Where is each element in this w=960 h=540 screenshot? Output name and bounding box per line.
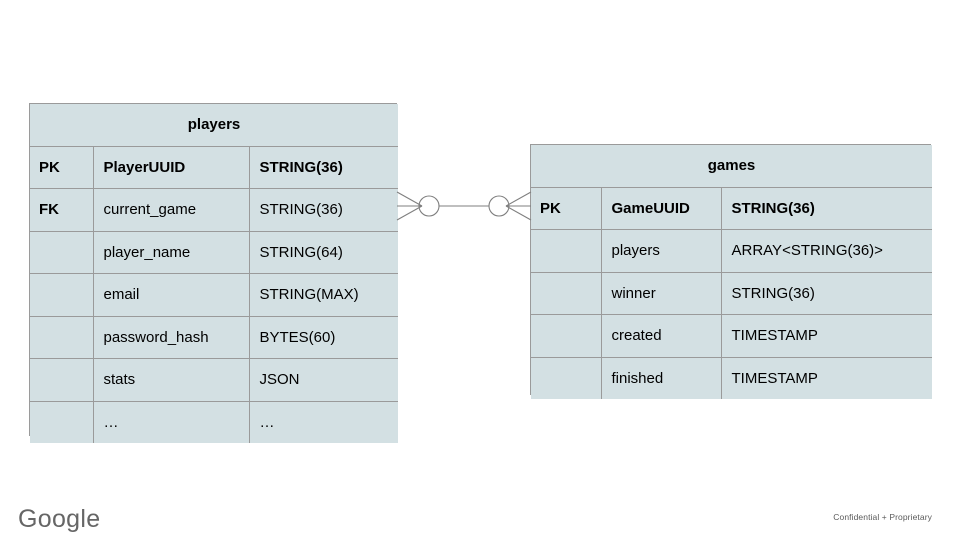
players-key-4 xyxy=(30,315,94,359)
table-row[interactable]: … … xyxy=(30,400,399,443)
confidential-notice: Confidential + Proprietary xyxy=(833,512,932,522)
crows-foot-right-icon xyxy=(505,191,532,221)
players-key-6 xyxy=(30,400,94,443)
players-type-6: … xyxy=(248,400,399,443)
games-field-2: winner xyxy=(600,271,722,315)
players-field-6: … xyxy=(92,400,250,443)
table-row[interactable]: winner STRING(36) xyxy=(531,271,933,315)
players-field-5: stats xyxy=(92,358,250,402)
crows-foot-left-icon xyxy=(396,191,423,221)
players-key-5 xyxy=(30,358,94,402)
players-field-4: password_hash xyxy=(92,315,250,359)
entity-table-games[interactable]: games PK GameUUID STRING(36) players ARR… xyxy=(530,144,933,399)
players-field-0: PlayerUUID xyxy=(92,145,250,189)
table-row[interactable]: stats JSON xyxy=(30,358,399,402)
table-row[interactable]: created TIMESTAMP xyxy=(531,314,933,358)
players-type-0: STRING(36) xyxy=(248,145,399,189)
entity-title-row: players xyxy=(30,104,399,147)
games-field-4: finished xyxy=(600,356,722,399)
games-key-4 xyxy=(531,356,602,399)
games-key-1 xyxy=(531,229,602,273)
players-key-3 xyxy=(30,273,94,317)
relationship-connector-players-games[interactable] xyxy=(390,178,538,234)
players-type-2: STRING(64) xyxy=(248,230,399,274)
players-type-4: BYTES(60) xyxy=(248,315,399,359)
games-column-table: games PK GameUUID STRING(36) players ARR… xyxy=(531,145,933,399)
games-key-3 xyxy=(531,314,602,358)
players-field-1: current_game xyxy=(92,188,250,232)
table-row[interactable]: email STRING(MAX) xyxy=(30,273,399,317)
games-key-0: PK xyxy=(531,186,602,230)
table-row[interactable]: PK PlayerUUID STRING(36) xyxy=(30,145,399,189)
games-field-0: GameUUID xyxy=(600,186,722,230)
table-row[interactable]: FK current_game STRING(36) xyxy=(30,188,399,232)
games-type-4: TIMESTAMP xyxy=(720,356,933,399)
games-key-2 xyxy=(531,271,602,315)
players-type-5: JSON xyxy=(248,358,399,402)
table-row[interactable]: player_name STRING(64) xyxy=(30,230,399,274)
games-type-2: STRING(36) xyxy=(720,271,933,315)
games-entity-title: games xyxy=(531,145,933,188)
games-type-3: TIMESTAMP xyxy=(720,314,933,358)
players-key-1: FK xyxy=(30,188,94,232)
games-field-3: created xyxy=(600,314,722,358)
players-field-2: player_name xyxy=(92,230,250,274)
players-entity-title: players xyxy=(30,104,399,147)
players-type-1: STRING(36) xyxy=(248,188,399,232)
table-row[interactable]: players ARRAY<STRING(36)> xyxy=(531,229,933,273)
games-type-1: ARRAY<STRING(36)> xyxy=(720,229,933,273)
entity-title-row: games xyxy=(531,145,933,188)
entity-table-players[interactable]: players PK PlayerUUID STRING(36) FK curr… xyxy=(29,103,399,443)
table-row[interactable]: password_hash BYTES(60) xyxy=(30,315,399,359)
players-key-2 xyxy=(30,230,94,274)
games-field-1: players xyxy=(600,229,722,273)
players-type-3: STRING(MAX) xyxy=(248,273,399,317)
games-type-0: STRING(36) xyxy=(720,186,933,230)
players-column-table: players PK PlayerUUID STRING(36) FK curr… xyxy=(30,104,399,443)
table-row[interactable]: finished TIMESTAMP xyxy=(531,356,933,399)
table-row[interactable]: PK GameUUID STRING(36) xyxy=(531,186,933,230)
google-logo: Google xyxy=(18,505,101,533)
players-field-3: email xyxy=(92,273,250,317)
players-key-0: PK xyxy=(30,145,94,189)
